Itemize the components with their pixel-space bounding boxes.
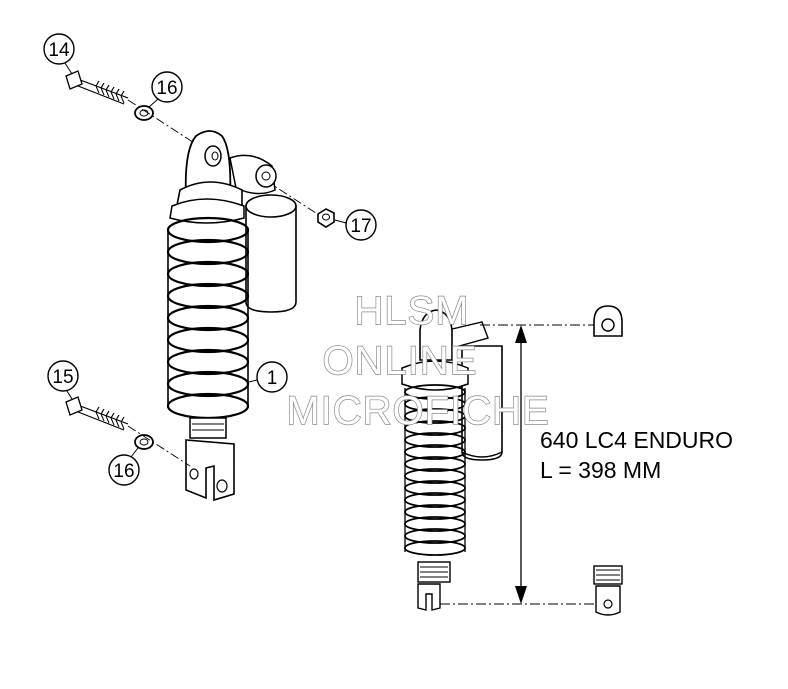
washer-16-bottom: [134, 434, 154, 450]
nut-17: [317, 208, 335, 228]
leader-14: [64, 62, 73, 75]
watermark-line2: ONLINE: [323, 339, 478, 383]
spec-length: L = 398 MM: [540, 457, 661, 483]
spring-left: [166, 216, 250, 420]
callout-1-label: 1: [267, 368, 278, 389]
shock-top-eye: [169, 130, 245, 224]
shock-bottom-clevis: [185, 417, 235, 502]
reservoir-left: [229, 154, 297, 313]
bolt-14: [65, 70, 129, 105]
bolt-15: [65, 396, 129, 431]
callout-16-top-label: 16: [156, 78, 177, 99]
callout-16-top: 16: [151, 71, 183, 103]
leader-17: [334, 219, 347, 224]
spec-model: 640 LC4 ENDURO: [540, 427, 733, 453]
watermark: HLSM ONLINE MICROFICHE: [286, 288, 550, 433]
callout-14-label: 14: [48, 40, 70, 61]
callout-16-bottom: 16: [108, 454, 140, 486]
callout-17-label: 17: [350, 216, 371, 237]
callout-15: 15: [47, 360, 79, 392]
washer-16-top: [134, 105, 154, 121]
leader-15: [66, 390, 73, 400]
axis-line-bottom: [127, 425, 191, 467]
callout-14: 14: [43, 33, 75, 65]
watermark-line3: MICROFICHE: [286, 389, 549, 433]
bottom-mount-clevis: [593, 565, 623, 616]
shock-right-view: [401, 309, 503, 611]
leader-1: [248, 379, 258, 383]
watermark-line1: HLSM: [354, 289, 469, 333]
leader-16-bottom: [130, 447, 139, 458]
axis-line-nut: [264, 179, 323, 218]
callout-17: 17: [345, 209, 377, 241]
callout-1: 1: [256, 361, 288, 393]
dimension-length: [440, 324, 600, 605]
leader-16-top: [148, 98, 159, 108]
callout-16-bottom-label: 16: [113, 461, 134, 482]
callout-15-label: 15: [52, 367, 73, 388]
top-mount-eye: [593, 305, 623, 337]
